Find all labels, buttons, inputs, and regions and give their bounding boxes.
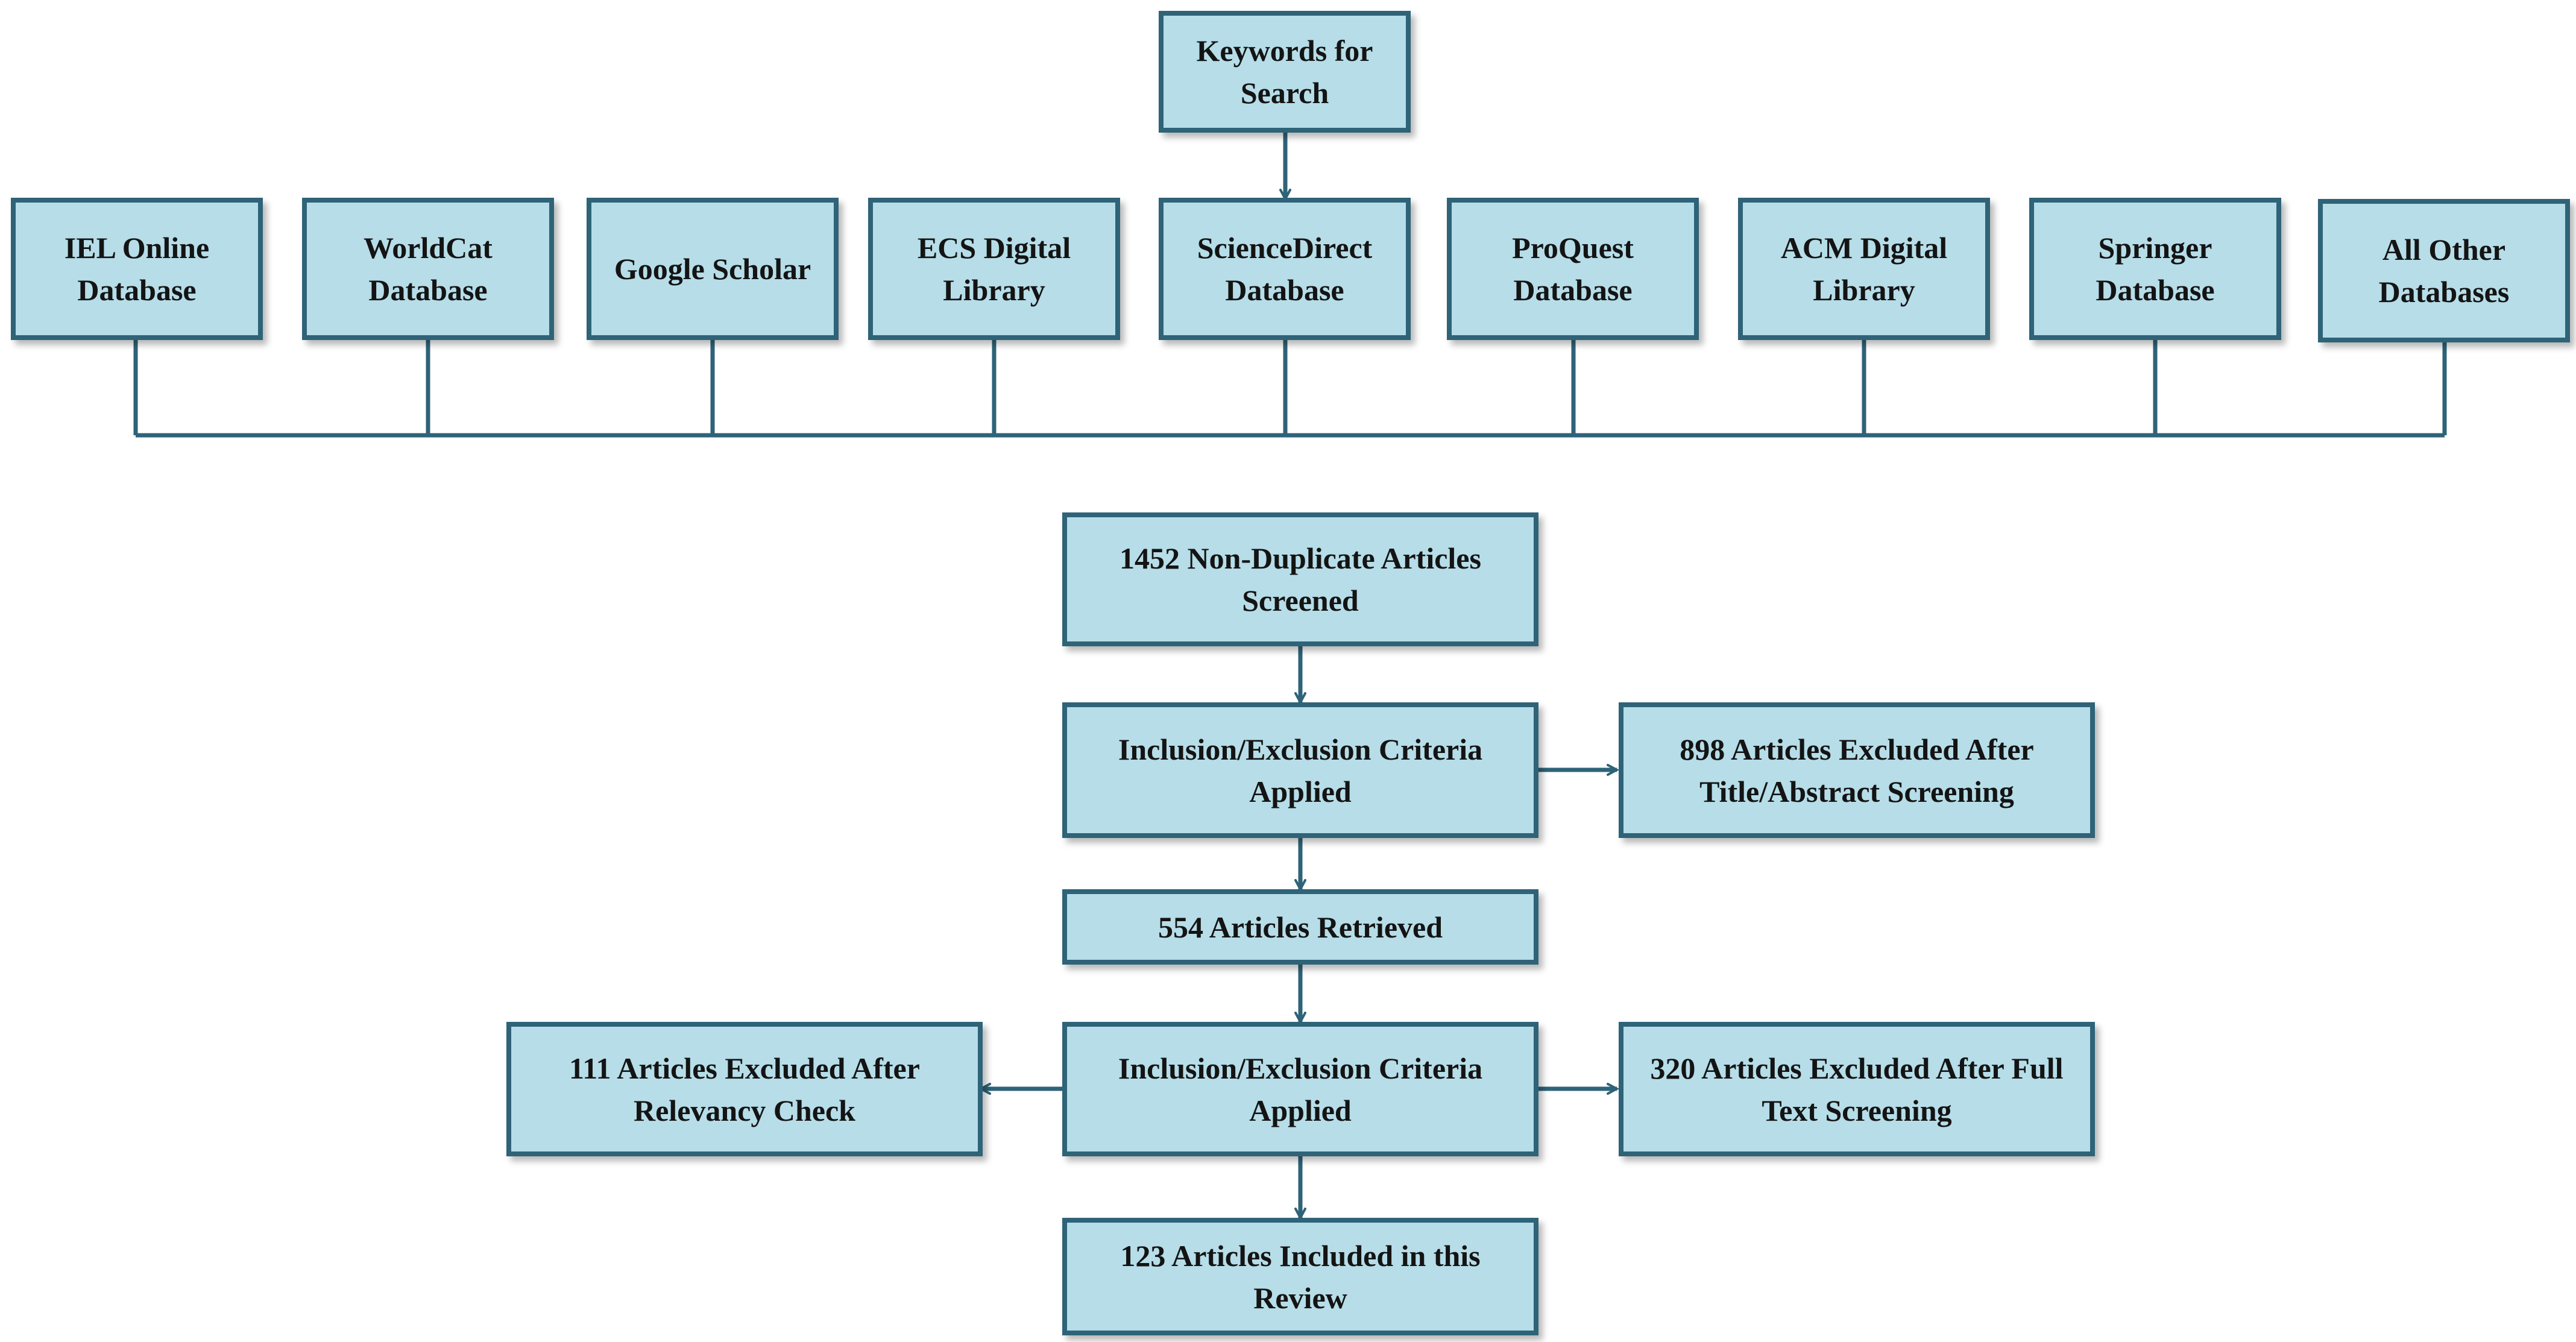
database-label: ACM Digital Library xyxy=(1780,231,1948,307)
retrieved-label: 554 Articles Retrieved xyxy=(1157,910,1443,944)
database-label: IEL Online Database xyxy=(64,231,210,307)
database-box-springer: Springer Database xyxy=(2029,198,2281,340)
database-box-sciencedirect: ScienceDirect Database xyxy=(1159,198,1411,340)
criteria-box-2: Inclusion/Exclusion Criteria Applied xyxy=(1062,1022,1538,1156)
excluded-title-abstract-label: 898 Articles Excluded After Title/Abstra… xyxy=(1680,732,2034,808)
excluded-relevancy-label: 111 Articles Excluded After Relevancy Ch… xyxy=(569,1051,920,1127)
excluded-title-abstract-box: 898 Articles Excluded After Title/Abstra… xyxy=(1619,702,2095,838)
database-label: ScienceDirect Database xyxy=(1197,231,1373,307)
keywords-box: Keywords for Search xyxy=(1159,11,1411,133)
database-box-proquest: ProQuest Database xyxy=(1447,198,1699,340)
excluded-relevancy-box: 111 Articles Excluded After Relevancy Ch… xyxy=(506,1022,983,1156)
keywords-label: Keywords for Search xyxy=(1196,34,1373,110)
included-box: 123 Articles Included in this Review xyxy=(1062,1218,1538,1335)
screened-label: 1452 Non-Duplicate Articles Screened xyxy=(1120,541,1481,617)
database-box-google-scholar: Google Scholar xyxy=(587,198,839,340)
database-box-worldcat: WorldCat Database xyxy=(302,198,554,340)
database-label: ProQuest Database xyxy=(1512,231,1634,307)
criteria-label: Inclusion/Exclusion Criteria Applied xyxy=(1118,732,1483,808)
retrieved-box: 554 Articles Retrieved xyxy=(1062,889,1538,965)
included-label: 123 Articles Included in this Review xyxy=(1120,1238,1481,1315)
excluded-full-text-label: 320 Articles Excluded After Full Text Sc… xyxy=(1650,1051,2064,1127)
database-box-other: All Other Databases xyxy=(2318,199,2570,342)
database-label: WorldCat Database xyxy=(364,231,493,307)
screened-box: 1452 Non-Duplicate Articles Screened xyxy=(1062,512,1538,646)
database-box-iel: IEL Online Database xyxy=(11,198,263,340)
database-label: Google Scholar xyxy=(614,252,811,286)
database-box-ecs: ECS Digital Library xyxy=(868,198,1120,340)
database-box-acm: ACM Digital Library xyxy=(1738,198,1990,340)
criteria-label: Inclusion/Exclusion Criteria Applied xyxy=(1118,1051,1483,1127)
database-label: Springer Database xyxy=(2096,231,2215,307)
database-label: All Other Databases xyxy=(2378,233,2510,309)
criteria-box-1: Inclusion/Exclusion Criteria Applied xyxy=(1062,702,1538,838)
excluded-full-text-box: 320 Articles Excluded After Full Text Sc… xyxy=(1619,1022,2095,1156)
database-label: ECS Digital Library xyxy=(917,231,1071,307)
